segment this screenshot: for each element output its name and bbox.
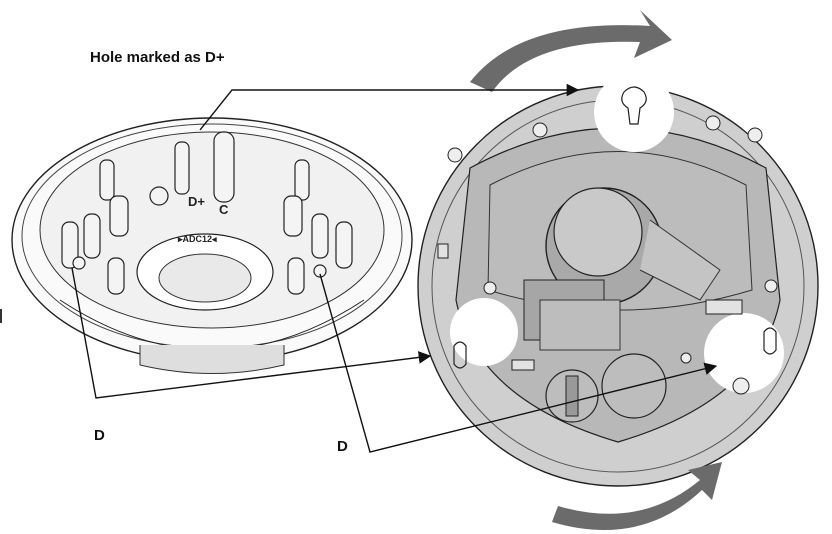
leader-lines xyxy=(71,83,718,453)
rotation-arrow-bottom xyxy=(552,462,722,531)
ring-mark: ▸ADC12◂ xyxy=(177,234,217,244)
rotation-arrow-top xyxy=(470,10,672,92)
post-label-c: C xyxy=(219,202,229,217)
leader-d-right xyxy=(319,273,718,453)
d-label-left: D xyxy=(94,427,105,444)
mounting-base: ▸ADC12◂ D+ C xyxy=(11,117,413,374)
camera-unit xyxy=(417,72,819,487)
highlight-top xyxy=(594,72,674,152)
mounting-posts xyxy=(61,131,353,295)
hole-label: Hole marked as D+ xyxy=(90,49,225,66)
leader-hole xyxy=(199,83,580,131)
highlight-left xyxy=(450,298,518,366)
d-label-right: D xyxy=(337,438,348,455)
margin-mark xyxy=(0,309,2,323)
leader-d-left xyxy=(71,267,432,399)
post-label-dplus: D+ xyxy=(188,194,205,209)
